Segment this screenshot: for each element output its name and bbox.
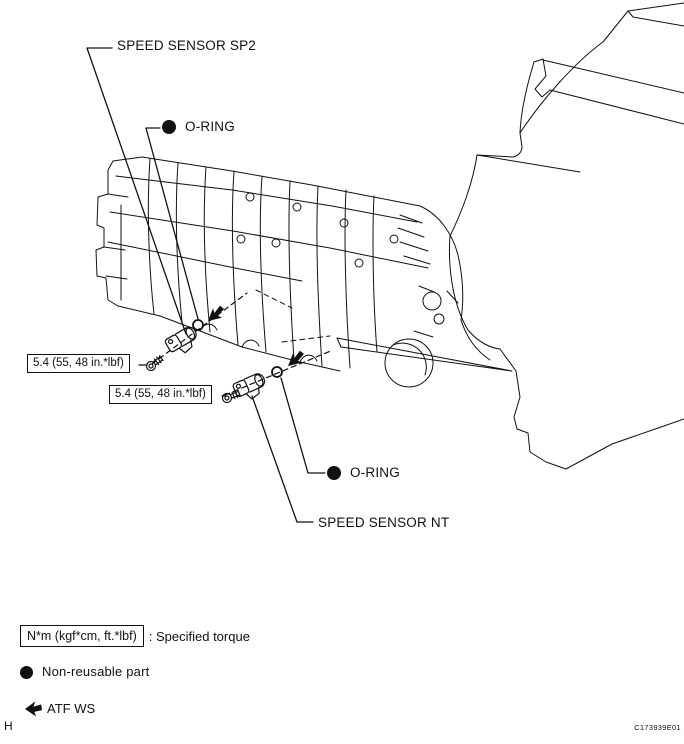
torque-spec-nt: 5.4 (55, 48 in.*lbf) — [109, 385, 212, 404]
o-ring-bottom-label: O-RING — [327, 466, 400, 480]
legend-non-reusable-row: Non-reusable part — [20, 665, 149, 679]
atf-arrow-legend-icon — [25, 701, 42, 717]
o-ring-bottom-art — [271, 366, 283, 378]
figure-code: C173939E01 — [634, 723, 681, 732]
torque-symbol-desc: : Specified torque — [148, 628, 250, 644]
non-reusable-bullet-icon — [162, 120, 176, 134]
o-ring-top-label: O-RING — [162, 120, 235, 134]
speed-sensor-nt-label: SPEED SENSOR NT — [318, 515, 450, 530]
o-ring-top-text: O-RING — [185, 119, 235, 134]
atf-ws-text: ATF WS — [47, 701, 96, 716]
engine-outline — [448, 2, 684, 470]
page-marker: H — [4, 719, 13, 733]
torque-spec-sp2: 5.4 (55, 48 in.*lbf) — [27, 354, 130, 373]
non-reusable-text: Non-reusable part — [42, 664, 150, 679]
bolt-art-sp2 — [144, 353, 165, 373]
transmission-outline — [95, 156, 513, 388]
dashed-install-lines — [151, 292, 334, 396]
torque-symbol-box: N*m (kgf*cm, ft.*lbf) — [20, 625, 144, 647]
non-reusable-bullet-icon — [327, 466, 341, 480]
non-reusable-bullet-icon — [20, 665, 33, 679]
atf-arrow-bottom-icon — [283, 348, 308, 371]
nt-sensor-art — [231, 371, 271, 405]
o-ring-top-art — [192, 319, 204, 331]
speed-sensor-sp2-label: SPEED SENSOR SP2 — [117, 38, 256, 53]
legend-torque-row: N*m (kgf*cm, ft.*lbf) : Specified torque — [20, 625, 250, 647]
o-ring-bottom-text: O-RING — [350, 465, 400, 480]
